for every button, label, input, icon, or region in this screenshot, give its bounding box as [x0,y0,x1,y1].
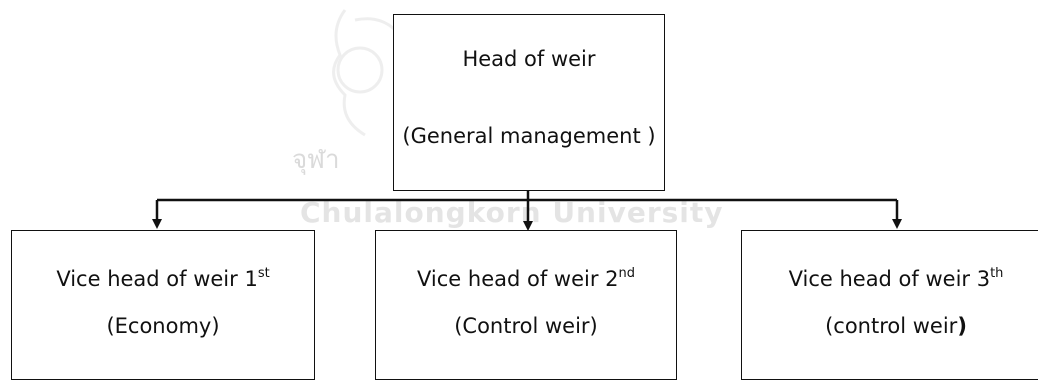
vice-head-2-title: Vice head of weir 2nd [417,266,635,291]
vice-head-2-role: (Control weir) [454,314,598,338]
vice-head-1-title: Vice head of weir 1st [56,266,270,291]
head-title: Head of weir [462,47,596,71]
head-subtitle: (General management ) [402,124,656,148]
vice-head-box-3: Vice head of weir 3th (control weir) [741,230,1038,380]
vice-head-3-role: (control weir) [825,314,967,338]
vice-head-3-title: Vice head of weir 3th [788,266,1004,291]
head-box: Head of weir (General management ) [393,14,665,191]
vice-head-1-role: (Economy) [106,314,220,338]
vice-head-box-1: Vice head of weir 1st (Economy) [11,230,315,380]
vice-head-box-2: Vice head of weir 2nd (Control weir) [375,230,677,380]
